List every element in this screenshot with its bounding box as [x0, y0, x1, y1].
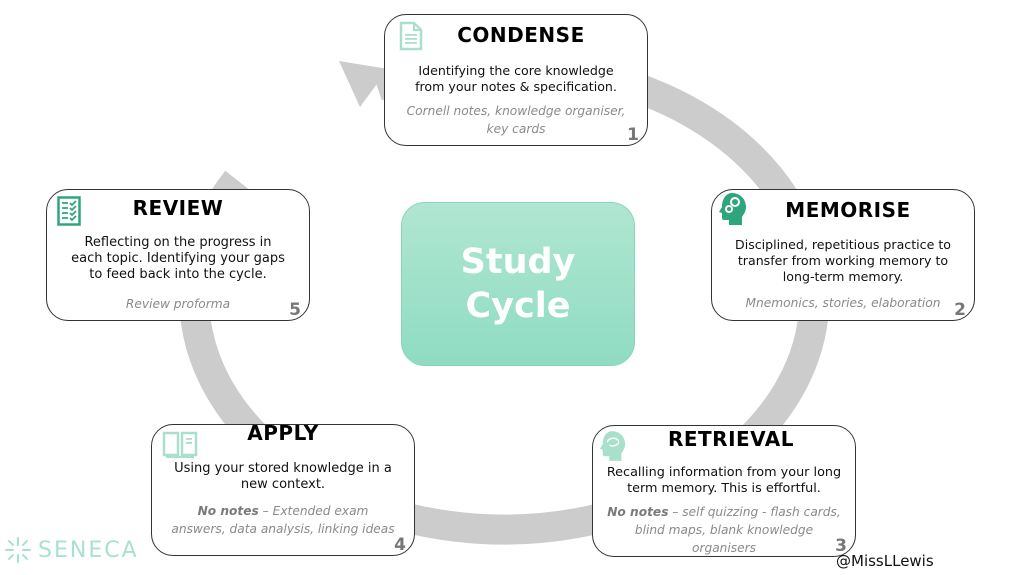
- step-card-apply: APPLY Using your stored knowledge in a n…: [151, 421, 415, 556]
- step-number: 4: [394, 535, 406, 555]
- step-examples-bold: No notes: [607, 505, 669, 519]
- author-handle: @MissLLewis: [836, 552, 934, 570]
- step-title: RETRIEVAL: [667, 427, 795, 451]
- step-description: Reflecting on the progress in each topic…: [71, 235, 285, 282]
- step-title: REVIEW: [132, 196, 224, 220]
- seneca-logo-text: SENECA: [38, 537, 139, 563]
- step-card-review: REVIEW Reflecting on the progress in eac…: [46, 189, 310, 321]
- head-gears-icon: [719, 193, 746, 225]
- step-number: 5: [289, 300, 301, 320]
- step-examples-text: – self quizzing - flash cards, blind map…: [634, 505, 841, 555]
- document-icon: [399, 21, 423, 51]
- seneca-star-icon: [5, 537, 31, 563]
- cycle-arrow-head: [339, 61, 388, 107]
- step-examples: Cornell notes, knowledge organiser, key …: [399, 102, 633, 138]
- center-study-cycle: Study Cycle: [401, 202, 635, 366]
- step-number: 1: [627, 125, 639, 145]
- step-examples: No notes – Extended exam answers, data a…: [170, 502, 396, 538]
- step-examples-text: Mnemonics, stories, elaboration: [745, 296, 941, 310]
- step-examples-text: Cornell notes, knowledge organiser, key …: [406, 104, 626, 136]
- center-title-line2: Cycle: [465, 286, 571, 326]
- book-icon: [162, 431, 198, 458]
- step-card-memorise: MEMORISE Disciplined, repetitious practi…: [711, 189, 975, 321]
- step-number: 2: [954, 300, 966, 320]
- checklist-icon: [57, 196, 81, 226]
- seneca-logo: SENECA: [4, 536, 139, 564]
- step-number: 3: [835, 536, 847, 556]
- step-card-retrieval: RETRIEVAL Recalling information from you…: [592, 425, 856, 557]
- step-description: Using your stored knowledge in a new con…: [174, 461, 392, 492]
- step-description: Identifying the core knowledge from your…: [415, 63, 617, 94]
- step-title: MEMORISE: [785, 198, 911, 222]
- step-examples-bold: No notes: [197, 504, 259, 518]
- step-description: Recalling information from your long ter…: [606, 465, 842, 496]
- step-title: APPLY: [247, 421, 319, 445]
- step-examples: Mnemonics, stories, elaboration: [718, 294, 968, 312]
- step-card-condense: CONDENSE Identifying the core knowledge …: [384, 14, 648, 146]
- step-description: Disciplined, repetitious practice to tra…: [735, 237, 951, 284]
- step-title: CONDENSE: [457, 23, 585, 47]
- head-brain-icon: [599, 431, 626, 461]
- step-examples-text: Review proforma: [125, 297, 231, 311]
- step-examples-text: – Extended exam answers, data analysis, …: [171, 504, 395, 536]
- step-examples: No notes – self quizzing - flash cards, …: [607, 503, 841, 557]
- center-title-line1: Study: [460, 242, 576, 282]
- step-examples: Review proforma: [53, 295, 303, 313]
